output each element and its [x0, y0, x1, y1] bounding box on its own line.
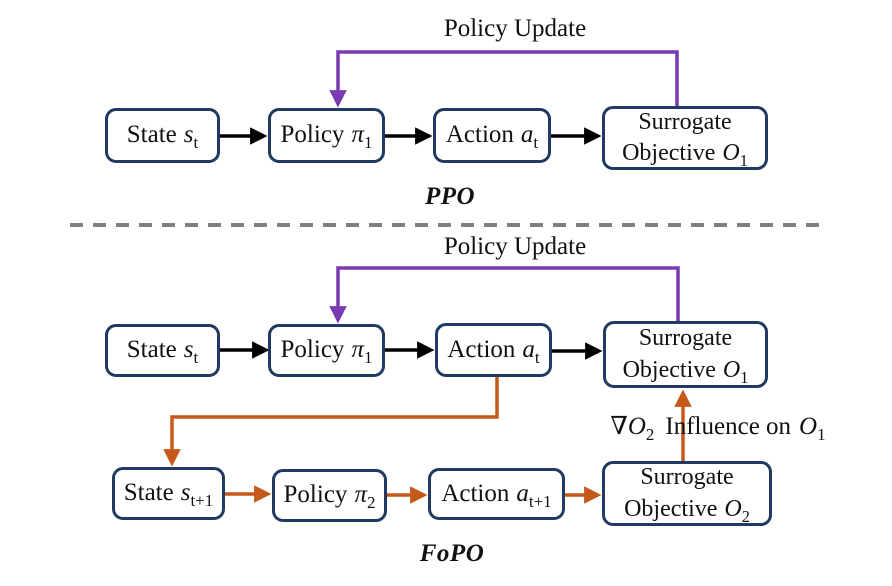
ppo-policy-update-arrow: [329, 50, 679, 108]
fopo-policy-update-label: Policy Update: [443, 233, 587, 260]
ppo-section-caption: PPO: [424, 183, 476, 210]
fopo-section-caption: FoPO: [419, 540, 485, 567]
ppo-policy-update-label: Policy Update: [443, 15, 587, 42]
fopo-policy-update-arrow: [329, 266, 680, 324]
fopo-arrow-action-to-next-state: [163, 377, 499, 467]
